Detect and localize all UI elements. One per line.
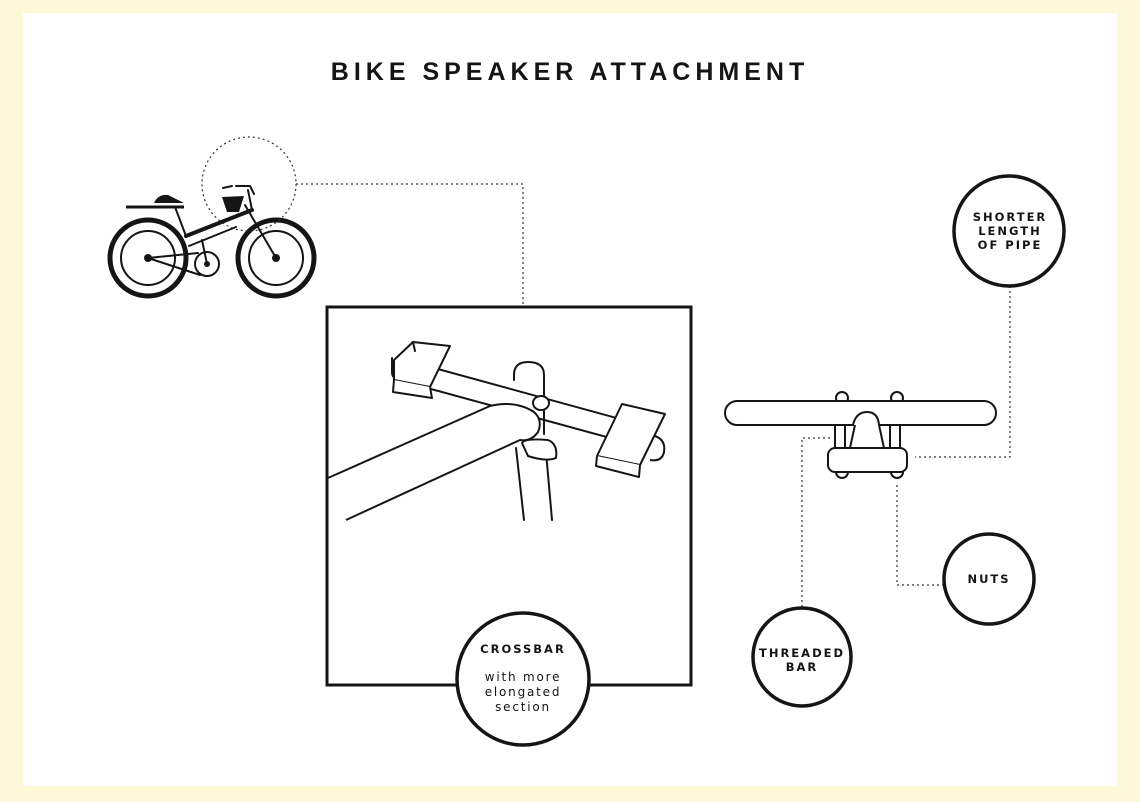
threaded-bar-part [724, 391, 997, 479]
connector-shorter-pipe [915, 286, 1011, 458]
shorter-pipe-text: SHORTER LENGTH OF PIPE [972, 210, 1048, 252]
closeup-illustration [327, 341, 666, 521]
crossbar-callout-circle [455, 611, 591, 747]
nuts-callout-circle [942, 532, 1036, 626]
connector-threaded-bar [801, 437, 830, 607]
shorter-pipe-label: SHORTER LENGTH OF PIPE [960, 210, 1060, 252]
crossbar-label: CROSSBAR with more elongated section [458, 642, 588, 715]
bicycle-illustration [107, 185, 317, 299]
page-title: BIKE SPEAKER ATTACHMENT [330, 58, 810, 86]
nuts-label: NUTS [944, 572, 1034, 586]
shorter-pipe-callout-circle [952, 174, 1066, 288]
connector-nuts [896, 485, 945, 586]
zoom-circle [201, 136, 297, 232]
threaded-bar-callout-circle [751, 606, 853, 708]
crossbar-note: with more elongated section [484, 670, 562, 714]
connector-bike-to-closeup [296, 183, 524, 305]
crossbar-text: CROSSBAR [480, 642, 566, 656]
nuts-text: NUTS [967, 572, 1011, 586]
threaded-bar-text: THREADED BAR [758, 646, 846, 674]
threaded-bar-label: THREADED BAR [752, 646, 852, 674]
